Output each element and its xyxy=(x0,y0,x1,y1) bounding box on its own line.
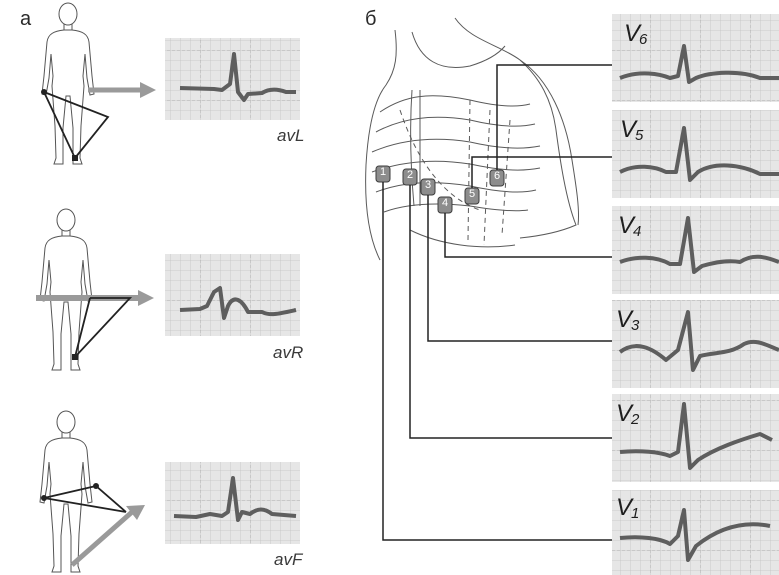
figure-avr xyxy=(36,209,154,370)
lead-label-v2: V2 xyxy=(616,400,638,428)
caption-avf: avF xyxy=(274,550,302,570)
ecg-strip-avr xyxy=(165,254,300,336)
lead-label-v3: V3 xyxy=(616,306,638,334)
electrode-4-label: 4 xyxy=(440,197,450,209)
electrode-3-label: 3 xyxy=(423,179,433,191)
ecg-strip-avl xyxy=(165,38,300,120)
lead-label-v5: V5 xyxy=(620,116,642,144)
electrode-5-label: 5 xyxy=(467,188,477,200)
electrode-1-label: 1 xyxy=(378,166,388,178)
caption-avl: avL xyxy=(277,126,304,146)
chest-illustration xyxy=(366,18,579,260)
figure-avf xyxy=(40,411,145,572)
figure-avl xyxy=(41,3,156,164)
electrode-6-label: 6 xyxy=(492,170,502,182)
caption-avr: avR xyxy=(273,343,303,363)
ecg-strip-avf xyxy=(165,462,300,544)
electrode-2-label: 2 xyxy=(405,169,415,181)
connector-lines xyxy=(383,65,612,540)
lead-label-v1: V1 xyxy=(616,494,638,522)
lead-label-v4: V4 xyxy=(618,212,640,240)
lead-label-v6: V6 xyxy=(624,20,646,48)
